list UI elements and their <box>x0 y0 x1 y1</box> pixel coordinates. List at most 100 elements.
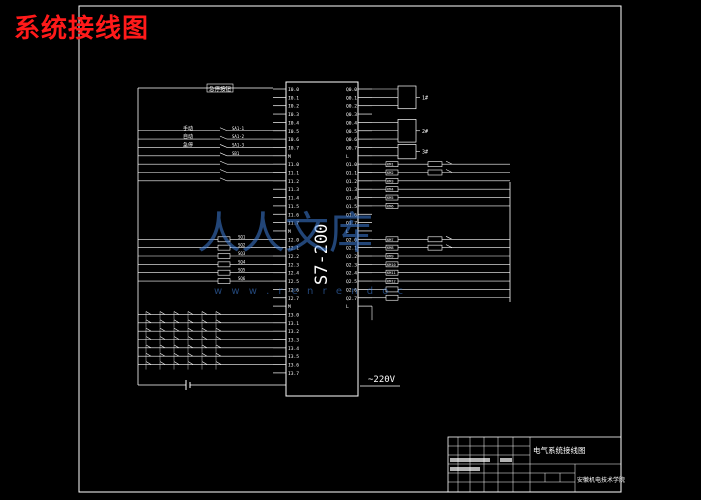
interlock-box <box>427 169 443 176</box>
switch-label: 手动 <box>183 125 193 132</box>
plc-output-label: Q2.1 <box>346 246 357 252</box>
plc-output-label: Q0.4 <box>346 120 357 126</box>
plc-output-label: Q2.7 <box>346 296 357 302</box>
plc-output-label: Q1.7 <box>346 221 357 227</box>
interlock-box <box>427 161 443 167</box>
contact-grid-contact <box>159 311 166 315</box>
contactor-label: KM12 <box>387 280 396 284</box>
plc-input-label: I1.0 <box>288 162 299 168</box>
contact-grid-contact <box>187 311 194 315</box>
contact-grid-contact <box>145 319 152 324</box>
plc-input-label: I0.2 <box>288 104 299 110</box>
title-block-drawing-name: 电气系统接线图 <box>533 445 586 455</box>
plc-output-label: Q0.5 <box>346 129 357 135</box>
plc-input-label: I2.5 <box>288 279 299 285</box>
contactor-label: KM9 <box>387 255 394 259</box>
contact-grid-contact <box>187 352 194 357</box>
contactor-label: KM6 <box>387 204 394 208</box>
plc-input-label: I2.0 <box>288 237 299 243</box>
estop-label-box <box>206 83 234 93</box>
contact-grid-contact <box>145 336 152 340</box>
contact-grid-contact <box>159 327 166 332</box>
plc-input-label: I2.2 <box>288 254 299 260</box>
interlock-contact <box>445 169 453 173</box>
interlock-contact <box>445 236 453 240</box>
plc-input-label: I3.0 <box>288 312 299 318</box>
contact-grid-contact <box>201 361 208 365</box>
plc-input-label: I1.5 <box>288 204 299 210</box>
plc-output-label: Q0.7 <box>346 145 357 151</box>
plc-output-label: Q0.2 <box>346 104 357 110</box>
plc-input-label: I0.6 <box>288 137 299 143</box>
plc-input-label: I2.1 <box>288 246 299 252</box>
plc-output-label: Q0.1 <box>346 95 357 101</box>
plc-output-label: Q2.0 <box>346 237 357 243</box>
title-block-school: 安徽机电技术学院 <box>577 476 625 484</box>
switch-contact <box>219 152 228 157</box>
limit-box <box>217 261 231 268</box>
drive-label: 3# <box>422 150 428 156</box>
supply-label: ~220V <box>368 375 396 385</box>
drive-groups: 1#2#3# <box>372 85 428 160</box>
plc-input-label: I0.7 <box>288 145 299 151</box>
interlock-contact <box>445 244 453 248</box>
contact-grid-contact <box>173 311 180 315</box>
switch-code: SB1 <box>232 151 240 156</box>
drive-box <box>397 85 417 110</box>
page-title: 系统接线图 <box>14 14 150 44</box>
contactor-label: KM10 <box>387 263 396 267</box>
contact-grid-contact <box>173 361 180 365</box>
contact-grid-contact <box>187 344 194 349</box>
plc-input-label: I1.6 <box>288 212 299 218</box>
interlock-box <box>427 236 443 243</box>
plc-input-label: I3.1 <box>288 321 299 327</box>
plc-output-label: Q2.6 <box>346 287 357 293</box>
plc-input-label: I1.3 <box>288 187 299 193</box>
contact-grid-contact <box>159 319 166 324</box>
switch-contact <box>219 127 228 132</box>
plc-output-label: Q1.0 <box>346 162 357 168</box>
input-terminals: I0.0I0.1I0.2I0.3I0.4I0.5I0.6I0.7MI1.0I1.… <box>273 87 299 377</box>
contactor-label: KM8 <box>387 246 394 250</box>
plc-input-label: M <box>288 229 291 235</box>
interlock-box <box>427 244 443 251</box>
contactor-label: KM5 <box>387 196 394 200</box>
contact-grid-contact <box>201 319 208 324</box>
contact-grid-contact <box>215 327 222 332</box>
switch-contact <box>219 169 228 173</box>
plc-output-label: Q2.5 <box>346 279 357 285</box>
plc-input-label: I0.0 <box>288 87 299 93</box>
switch-contact <box>219 160 228 165</box>
contact-grid-contact <box>187 336 194 340</box>
limit-box <box>217 269 231 276</box>
drive-box <box>397 144 417 160</box>
plc-output-label: Q1.4 <box>346 196 357 202</box>
plc-output-label: Q0.3 <box>346 112 357 118</box>
plc-input-label: I1.1 <box>288 171 299 177</box>
plc-output-label: Q1.5 <box>346 204 357 210</box>
contactor-label: KM2 <box>387 171 394 175</box>
contact-grid-contact <box>201 336 208 340</box>
plc-output-label: L <box>346 154 349 160</box>
plc-output-label: Q2.2 <box>346 254 357 260</box>
contact-grid-contact <box>145 344 152 349</box>
contact-grid-contact <box>159 361 166 365</box>
contactor-label: KM11 <box>387 271 396 275</box>
plc-input-label: I1.2 <box>288 179 299 185</box>
plc-output-label: Q2.3 <box>346 262 357 268</box>
switch-contact <box>219 135 228 140</box>
contact-grid-contact <box>145 311 152 315</box>
contact-grid-contact <box>159 344 166 349</box>
limit-label: SQ2 <box>238 243 246 248</box>
switch-code: SA1-3 <box>232 142 245 147</box>
plc-input-label: I0.3 <box>288 112 299 118</box>
contactor-label: KM4 <box>387 188 394 192</box>
plc-input-label: I2.6 <box>288 287 299 293</box>
drive-label: 1# <box>422 95 428 101</box>
svg-text:w w w . r e n r e n d o c: w w w . r e n r e n d o c <box>214 286 406 297</box>
contact-grid-contact <box>173 352 180 357</box>
plc-input-label: I3.2 <box>288 329 299 335</box>
plc-input-label: I3.4 <box>288 346 299 352</box>
